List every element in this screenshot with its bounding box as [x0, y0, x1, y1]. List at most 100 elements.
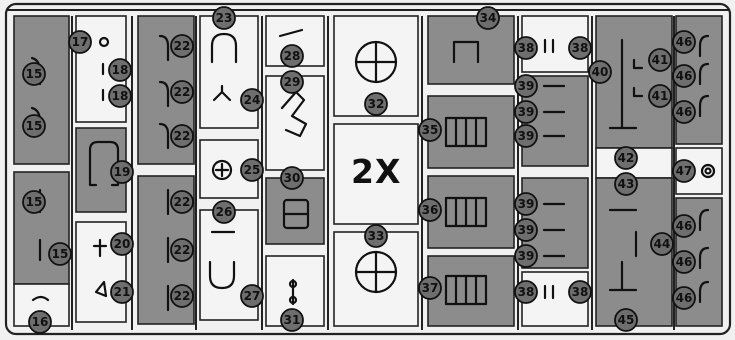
- callout-c29: 29: [280, 70, 304, 94]
- callout-c22d: 22: [170, 190, 194, 214]
- callout-c15c: 15: [22, 190, 46, 214]
- tile: [333, 123, 419, 225]
- part-hook: [698, 34, 710, 58]
- svg-text:15: 15: [26, 195, 43, 209]
- svg-text:21: 21: [114, 285, 131, 299]
- part-hook: [698, 94, 710, 118]
- svg-text:46: 46: [676, 255, 693, 269]
- callout-c21: 21: [110, 280, 134, 304]
- svg-text:20: 20: [114, 237, 131, 251]
- svg-text:39: 39: [518, 79, 535, 93]
- callout-c33: 33: [364, 224, 388, 248]
- sprue-frame: [4, 2, 732, 336]
- part-arch: [210, 32, 238, 64]
- svg-text:37: 37: [422, 281, 439, 295]
- svg-text:24: 24: [244, 93, 261, 107]
- part-clip: [31, 295, 50, 302]
- part-bars: [543, 38, 555, 54]
- callout-c27: 27: [240, 284, 264, 308]
- svg-text:15: 15: [26, 119, 43, 133]
- callout-c39e: 39: [514, 218, 538, 242]
- svg-text:44: 44: [654, 237, 671, 251]
- svg-text:38: 38: [518, 41, 535, 55]
- callout-c46b: 46: [672, 64, 696, 88]
- part-hook: [698, 280, 710, 304]
- callout-c36: 36: [418, 198, 442, 222]
- svg-text:45: 45: [618, 313, 635, 327]
- callout-c15d: 15: [48, 242, 72, 266]
- part-ring: [700, 163, 716, 179]
- svg-text:39: 39: [518, 129, 535, 143]
- svg-text:22: 22: [174, 129, 191, 143]
- callout-c47: 47: [672, 159, 696, 183]
- tile: [427, 95, 515, 169]
- svg-text:22: 22: [174, 195, 191, 209]
- callout-c38a: 38: [514, 36, 538, 60]
- callout-c22a: 22: [170, 34, 194, 58]
- svg-text:46: 46: [676, 105, 693, 119]
- callout-c20: 20: [110, 232, 134, 256]
- part-seat: [452, 40, 480, 64]
- callout-c28: 28: [280, 44, 304, 68]
- svg-text:46: 46: [676, 291, 693, 305]
- svg-text:32: 32: [368, 97, 385, 111]
- callout-c46a: 46: [672, 30, 696, 54]
- svg-text:46: 46: [676, 35, 693, 49]
- svg-text:42: 42: [618, 151, 635, 165]
- callout-c30: 30: [280, 166, 304, 190]
- svg-text:35: 35: [422, 123, 439, 137]
- svg-text:36: 36: [422, 203, 439, 217]
- svg-text:39: 39: [518, 249, 535, 263]
- part-hook: [158, 34, 170, 62]
- svg-text:29: 29: [284, 75, 301, 89]
- part-ring-inner: [704, 167, 712, 175]
- tile: [13, 171, 70, 285]
- part-hook: [158, 80, 170, 108]
- part-wheel-spokes: [354, 250, 398, 294]
- callout-c22b: 22: [170, 80, 194, 104]
- svg-text:15: 15: [52, 247, 69, 261]
- callout-c15a: 15: [22, 62, 46, 86]
- part-knob: [211, 159, 233, 181]
- callout-c39b: 39: [514, 100, 538, 124]
- callout-c18b: 18: [108, 84, 132, 108]
- callout-c22e: 22: [170, 238, 194, 262]
- callout-c38d: 38: [568, 280, 592, 304]
- tile: [13, 15, 70, 165]
- svg-text:16: 16: [32, 315, 49, 329]
- callout-c41b: 41: [648, 84, 672, 108]
- svg-text:25: 25: [244, 163, 261, 177]
- svg-text:47: 47: [676, 164, 693, 178]
- part-u: [208, 260, 236, 290]
- part-hook: [698, 246, 710, 270]
- part-wheel-spokes: [354, 40, 398, 84]
- svg-text:38: 38: [518, 285, 535, 299]
- part-grille-bars: [454, 116, 478, 148]
- callout-c44: 44: [650, 232, 674, 256]
- part-stand-base: [608, 260, 638, 292]
- svg-text:33: 33: [368, 229, 385, 243]
- callout-c38b: 38: [568, 36, 592, 60]
- part-hook: [158, 122, 170, 150]
- callout-c22f: 22: [170, 284, 194, 308]
- part-knob-cross: [214, 162, 230, 178]
- callout-c40: 40: [588, 60, 612, 84]
- tile: [427, 15, 515, 85]
- part-chain-link: [288, 295, 298, 305]
- callout-c15b: 15: [22, 114, 46, 138]
- callout-c42: 42: [614, 146, 638, 170]
- part-ring: [98, 36, 110, 48]
- tile: [427, 255, 515, 327]
- svg-text:27: 27: [244, 289, 261, 303]
- callout-c39a: 39: [514, 74, 538, 98]
- part-bracket: [632, 86, 644, 98]
- part-screw: [92, 238, 108, 258]
- callout-c46d: 46: [672, 214, 696, 238]
- svg-text:39: 39: [518, 197, 535, 211]
- callout-c43: 43: [614, 172, 638, 196]
- part-stand-base: [608, 110, 638, 130]
- part-bar: [278, 28, 304, 38]
- svg-text:38: 38: [572, 41, 589, 55]
- svg-text:39: 39: [518, 223, 535, 237]
- svg-text:30: 30: [284, 171, 301, 185]
